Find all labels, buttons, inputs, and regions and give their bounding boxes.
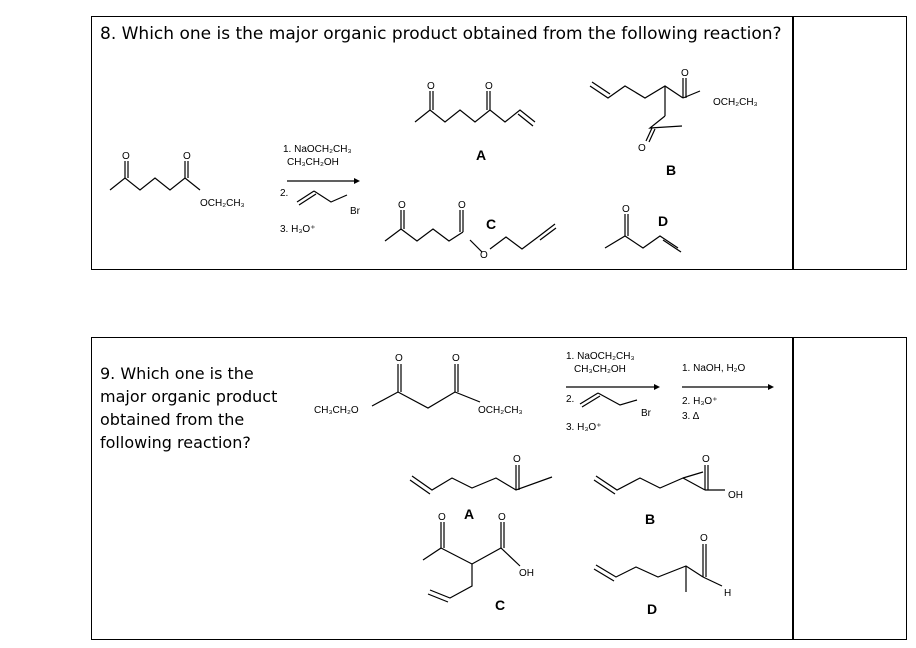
q8-choice-a-label: A: [476, 147, 486, 163]
q8-reagent-1: 1. NaOCH₂CH₃: [283, 144, 352, 155]
q9-choice-c-structure: O O: [422, 512, 521, 603]
q9-step2-reagent-2: 2. H₃O⁺: [682, 396, 717, 407]
question-8-box: [91, 16, 794, 270]
svg-text:O: O: [122, 151, 130, 162]
question-8-text: 8. Which one is the major organic produc…: [100, 24, 782, 44]
q9-choice-c-label: C: [495, 597, 505, 613]
svg-text:O: O: [622, 204, 630, 215]
q8-reagent-solvent: CH₃CH₂OH: [287, 157, 339, 168]
q9-reactant-right: OCH₂CH₃: [478, 405, 523, 416]
q9-choice-d-label: D: [647, 601, 657, 617]
svg-text:O: O: [702, 454, 710, 465]
q9-choice-b-label: B: [645, 511, 655, 527]
q8-choice-a-structure: O O: [414, 81, 536, 127]
q9-reactant-left: CH₃CH₂O: [314, 405, 359, 416]
q9-choice-b-structure: O: [593, 454, 725, 495]
question-9-text: 9. Which one is the major organic produc…: [100, 364, 278, 452]
svg-text:O: O: [395, 353, 403, 364]
q8-reagent-2-num: 2.: [280, 188, 288, 199]
q8-choice-b-group: OCH₂CH₃: [713, 97, 758, 108]
svg-text:O: O: [681, 68, 689, 79]
q8-reactant-group: OCH₂CH₃: [200, 198, 245, 209]
q9-choice-d-structure: O: [593, 533, 723, 592]
svg-text:O: O: [427, 81, 435, 92]
q8-choice-d-structure: O: [604, 204, 682, 253]
svg-text:O: O: [513, 454, 521, 465]
q8-choice-c-label: C: [486, 216, 496, 232]
question-9-answer-cell: [792, 337, 907, 640]
q9-reagent-solvent: CH₃CH₂OH: [574, 364, 626, 375]
q9-allyl-bromide: [579, 392, 638, 408]
q8-choice-b-structure: O O: [589, 68, 701, 154]
q8-reagent-3: 3. H₃O⁺: [280, 224, 315, 235]
q9-reagent-3: 3. H₃O⁺: [566, 422, 601, 433]
svg-text:O: O: [398, 200, 406, 211]
q8-choice-d-label: D: [658, 213, 668, 229]
q9-step2-reagent-3: 3. Δ: [682, 411, 700, 422]
q9-bromide-label: Br: [641, 408, 652, 419]
q8-bromide-label: Br: [350, 206, 361, 217]
svg-text:O: O: [638, 143, 646, 154]
q8-choice-c-structure: O O O: [384, 200, 557, 261]
q8-reactant-structure: O O: [109, 151, 201, 191]
q9-choice-a-label: A: [464, 506, 474, 522]
q9-choice-c-group: OH: [519, 568, 534, 579]
svg-text:O: O: [700, 533, 708, 544]
q9-choice-b-group: OH: [728, 490, 743, 501]
q9-step2-reagent-1: 1. NaOH, H₂O: [682, 363, 746, 374]
question-8-answer-cell: [792, 16, 907, 270]
question-9-box: [91, 337, 794, 640]
q9-choice-d-group: H: [724, 588, 731, 599]
q9-reactant-structure: O O: [371, 353, 481, 409]
svg-text:O: O: [485, 81, 493, 92]
q8-choice-b-label: B: [666, 162, 676, 178]
svg-text:O: O: [458, 200, 466, 211]
svg-text:O: O: [480, 250, 488, 261]
svg-text:O: O: [498, 512, 506, 523]
svg-text:O: O: [438, 512, 446, 523]
q9-reagent-1: 1. NaOCH₂CH₃: [566, 351, 635, 362]
q9-choice-a-structure: O: [409, 454, 553, 495]
svg-text:O: O: [452, 353, 460, 364]
q8-allyl-bromide: [296, 190, 348, 206]
svg-text:O: O: [183, 151, 191, 162]
q9-reagent-2-num: 2.: [566, 394, 574, 405]
